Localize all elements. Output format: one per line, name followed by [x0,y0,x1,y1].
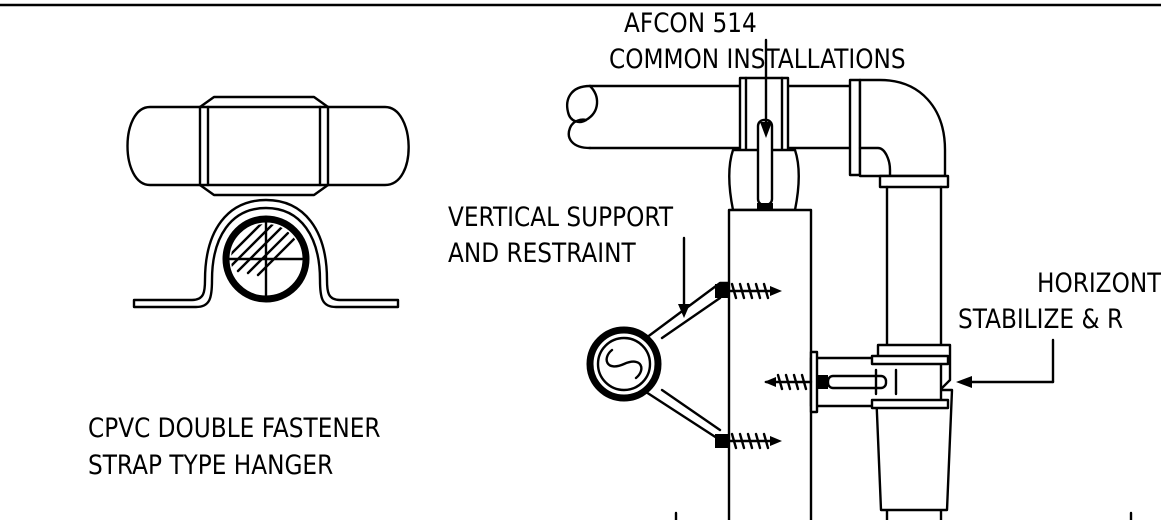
wood-post [727,208,813,520]
strap-hanger-top-view [126,95,410,197]
product-leader-arrow [760,38,772,138]
vertical-support-bracket [586,281,782,450]
vertical-support-label-line1: VERTICAL SUPPORT [448,201,674,232]
product-subtitle: COMMON INSTALLATIONS [609,43,906,74]
top-pipe-clamp [728,76,800,272]
hanger-caption-line1: CPVC DOUBLE FASTENER [88,412,381,443]
horizontal-stabilizer-leader [956,338,1055,388]
horizontal-stabilizer-clamp [764,350,950,414]
strap-hanger-section [132,198,400,309]
horizontal-pipe [566,84,858,150]
vertical-pipe [874,185,954,520]
product-title: AFCON 514 [624,7,757,38]
elbow-fitting [848,78,950,189]
horizontal-label-line1: HORIZONT [1037,267,1161,298]
vertical-support-leader [678,236,690,318]
horizontal-label-line2: STABILIZE & R [958,303,1123,334]
vertical-support-label-line2: AND RESTRAINT [448,237,636,268]
hanger-caption-line2: STRAP TYPE HANGER [88,449,333,480]
